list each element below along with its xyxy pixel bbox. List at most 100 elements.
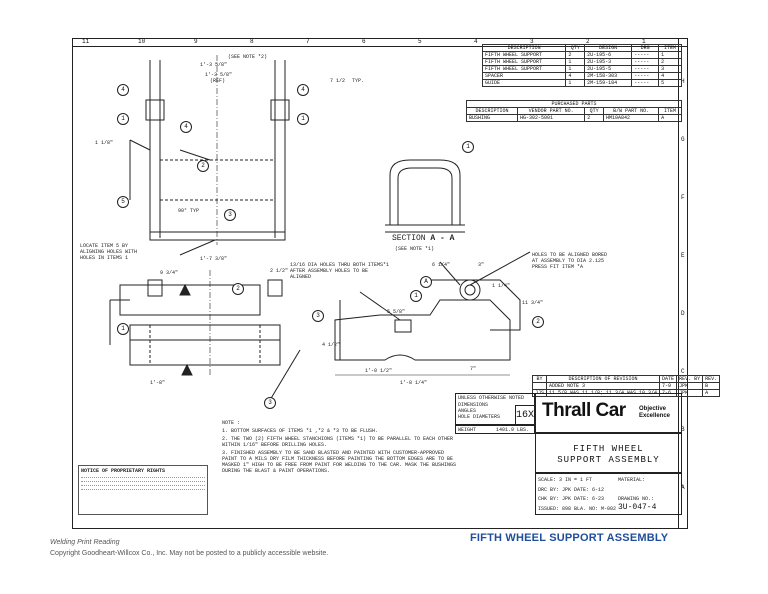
table-cell: ADDED NOTE 3 [546, 382, 661, 390]
drawing-sheet [72, 38, 688, 529]
title-info-block: SCALE: 3 IN = 1 FT DRC BY: JPK DATE: 6-1… [535, 473, 682, 515]
title-drawn: DRC BY: JPK DATE: 6-12 [538, 487, 605, 493]
table-cell: A [658, 114, 682, 122]
item-callout-1-side: 1 [410, 290, 422, 302]
section-label-text: SECTION [392, 234, 426, 243]
row-scale-label: A [681, 484, 685, 491]
column-scale-label: 8 [250, 38, 254, 45]
item-callout-4-center: 4 [180, 121, 192, 133]
table-header: DRG [631, 44, 660, 52]
table-header: VENDOR PART NO. [517, 107, 586, 115]
drawing-number: 3U-047-4 [618, 503, 657, 512]
dim-three: 3" [478, 262, 485, 268]
dim-inner-width: 1'-3 5/8" [205, 72, 233, 78]
general-notes: NOTE :1. BOTTOM SURFACES OF ITEMS *1 ,*2… [222, 420, 462, 474]
row-scale-label: C [681, 368, 685, 375]
row-scale-label: G [681, 136, 685, 143]
title-scale: SCALE: 3 IN = 1 FT [538, 477, 593, 483]
column-scale-label: 1 [642, 38, 646, 45]
column-scale-label: 9 [194, 38, 198, 45]
table-cell: SPACER [481, 72, 567, 80]
zone-box: 16X [515, 405, 535, 425]
table-header: B/W PART NO. [603, 107, 660, 115]
table-cell: 2 [584, 114, 605, 122]
table-header: REV. BY [676, 375, 704, 383]
table-header: DESCRIPTION [465, 107, 519, 115]
column-scale-label: 6 [362, 38, 366, 45]
item-callout-2-bottom: 2 [232, 283, 244, 295]
row-scale-label: E [681, 252, 685, 259]
column-scale-label: 2 [586, 38, 590, 45]
item-callout-3-side: 3 [312, 310, 324, 322]
column-scale-label: 5 [418, 38, 422, 45]
see-note-1: (SEE NOTE *1) [395, 246, 435, 252]
table-cell: 1 [565, 65, 586, 73]
dim-one-eight: 1'-8" [150, 380, 166, 386]
weight-value: 1401.9 LBS. [496, 427, 530, 433]
proprietary-heading: NOTICE OF PROPRIETARY RIGHTS [81, 468, 166, 474]
table-cell: FIFTH WHEEL SUPPORT [481, 51, 567, 59]
table-header: DATE [659, 375, 678, 383]
dim-guide-weld: 1 1/8" [95, 140, 114, 146]
table-cell: BUSHING [465, 114, 519, 122]
tol-angles: ANGLES [458, 408, 477, 414]
table-header: ITEM [658, 107, 682, 115]
note-item: 2. THE TWO (2) FIFTH WHEEL STANCHIONS (I… [222, 436, 454, 448]
table-header: DESCRIPTION OF REVISION [546, 375, 661, 383]
table-cell: 1 [565, 58, 586, 66]
dim-five-five-eighth: 5 5/8" [387, 309, 406, 315]
item-callout-5: 5 [117, 196, 129, 208]
table-title: PURCHASED PARTS [466, 100, 682, 108]
dim-nine-three-quarter: 9 3/4" [160, 270, 179, 276]
locate-note: LOCATE ITEM 5 BY ALIGNING HOLES WITH HOL… [80, 243, 138, 261]
table-header: DESCRIPTION [481, 44, 567, 52]
table-cell: FIFTH WHEEL SUPPORT [481, 65, 567, 73]
tol-dimensions: DIMENSIONS [458, 402, 489, 408]
title-issued: ISSUED: 898 BLA. NO: M-002 [538, 506, 617, 512]
table-header: REV. [702, 375, 721, 383]
table-header: DESIGN [584, 44, 633, 52]
table-header: BY [531, 375, 548, 383]
tol-unless: UNLESS OTHERWISE NOTED [458, 395, 525, 401]
item-callout-1: 1 [117, 113, 129, 125]
item-callout-3: 3 [224, 209, 236, 221]
dim-seven: 7" [470, 366, 477, 372]
table-cell: B [702, 382, 721, 390]
item-callout-4-right: 4 [297, 84, 309, 96]
column-scale-label: 7 [306, 38, 310, 45]
drawing-title-block: FIFTH WHEEL SUPPORT ASSEMBLY [535, 433, 682, 473]
drawing-title-line-1: FIFTH WHEEL [573, 444, 644, 454]
table-cell: GUIDE [481, 79, 567, 87]
table-cell: 3 [658, 65, 682, 73]
table-cell: 2U-195-5 [584, 65, 633, 73]
table-cell: HG-302-5001 [517, 114, 586, 122]
weight-box: WEIGHT 1401.9 LBS. [455, 425, 535, 434]
weld-typ: TYP. [352, 78, 365, 84]
title-checked: CHK BY: JPK DATE: 6-23 [538, 496, 605, 502]
section-label: SECTION A - A [392, 234, 454, 243]
dim-one-zero-half: 1'-0 1/2" [365, 368, 393, 374]
footer-book-title: Welding Print Reading [50, 539, 120, 546]
column-scale-label: 3 [530, 38, 534, 45]
see-note-2: (SEE NOTE *2) [228, 54, 268, 60]
row-scale-label: D [681, 310, 685, 317]
dim-ref: (REF) [210, 78, 226, 84]
dim-one-eight-quarter: 1'-8 1/4" [400, 380, 428, 386]
bore-note: HOLES TO BE ALIGNED BORED AT ASSEMBLY TO… [532, 252, 608, 270]
item-callout-2: 2 [197, 160, 209, 172]
company-block: Thrall Car Objective Excellence [535, 393, 682, 433]
dim-bottom-width: 1'-7 3/8" [200, 256, 228, 262]
weight-label: WEIGHT [458, 427, 477, 433]
table-cell: 2U-195-6 [584, 51, 633, 59]
note-item: 3. FINISHED ASSEMBLY TO BE SAND BLASTED … [222, 450, 457, 474]
